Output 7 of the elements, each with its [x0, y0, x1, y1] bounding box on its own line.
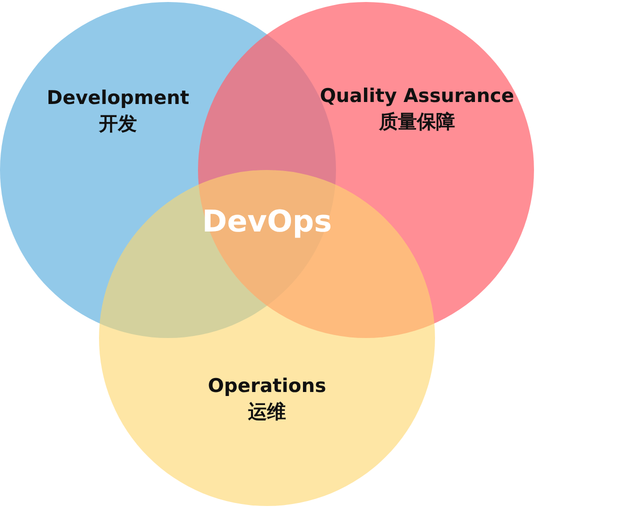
circle-title: Operations — [208, 374, 326, 399]
center-label: DevOps — [202, 204, 332, 240]
circle-subtitle: 质量保障 — [379, 110, 455, 135]
circle-subtitle: 运维 — [248, 400, 286, 425]
circle-subtitle: 开发 — [99, 112, 137, 137]
circle-title: Development — [46, 86, 190, 111]
circle-title: Quality Assurance — [320, 84, 514, 109]
